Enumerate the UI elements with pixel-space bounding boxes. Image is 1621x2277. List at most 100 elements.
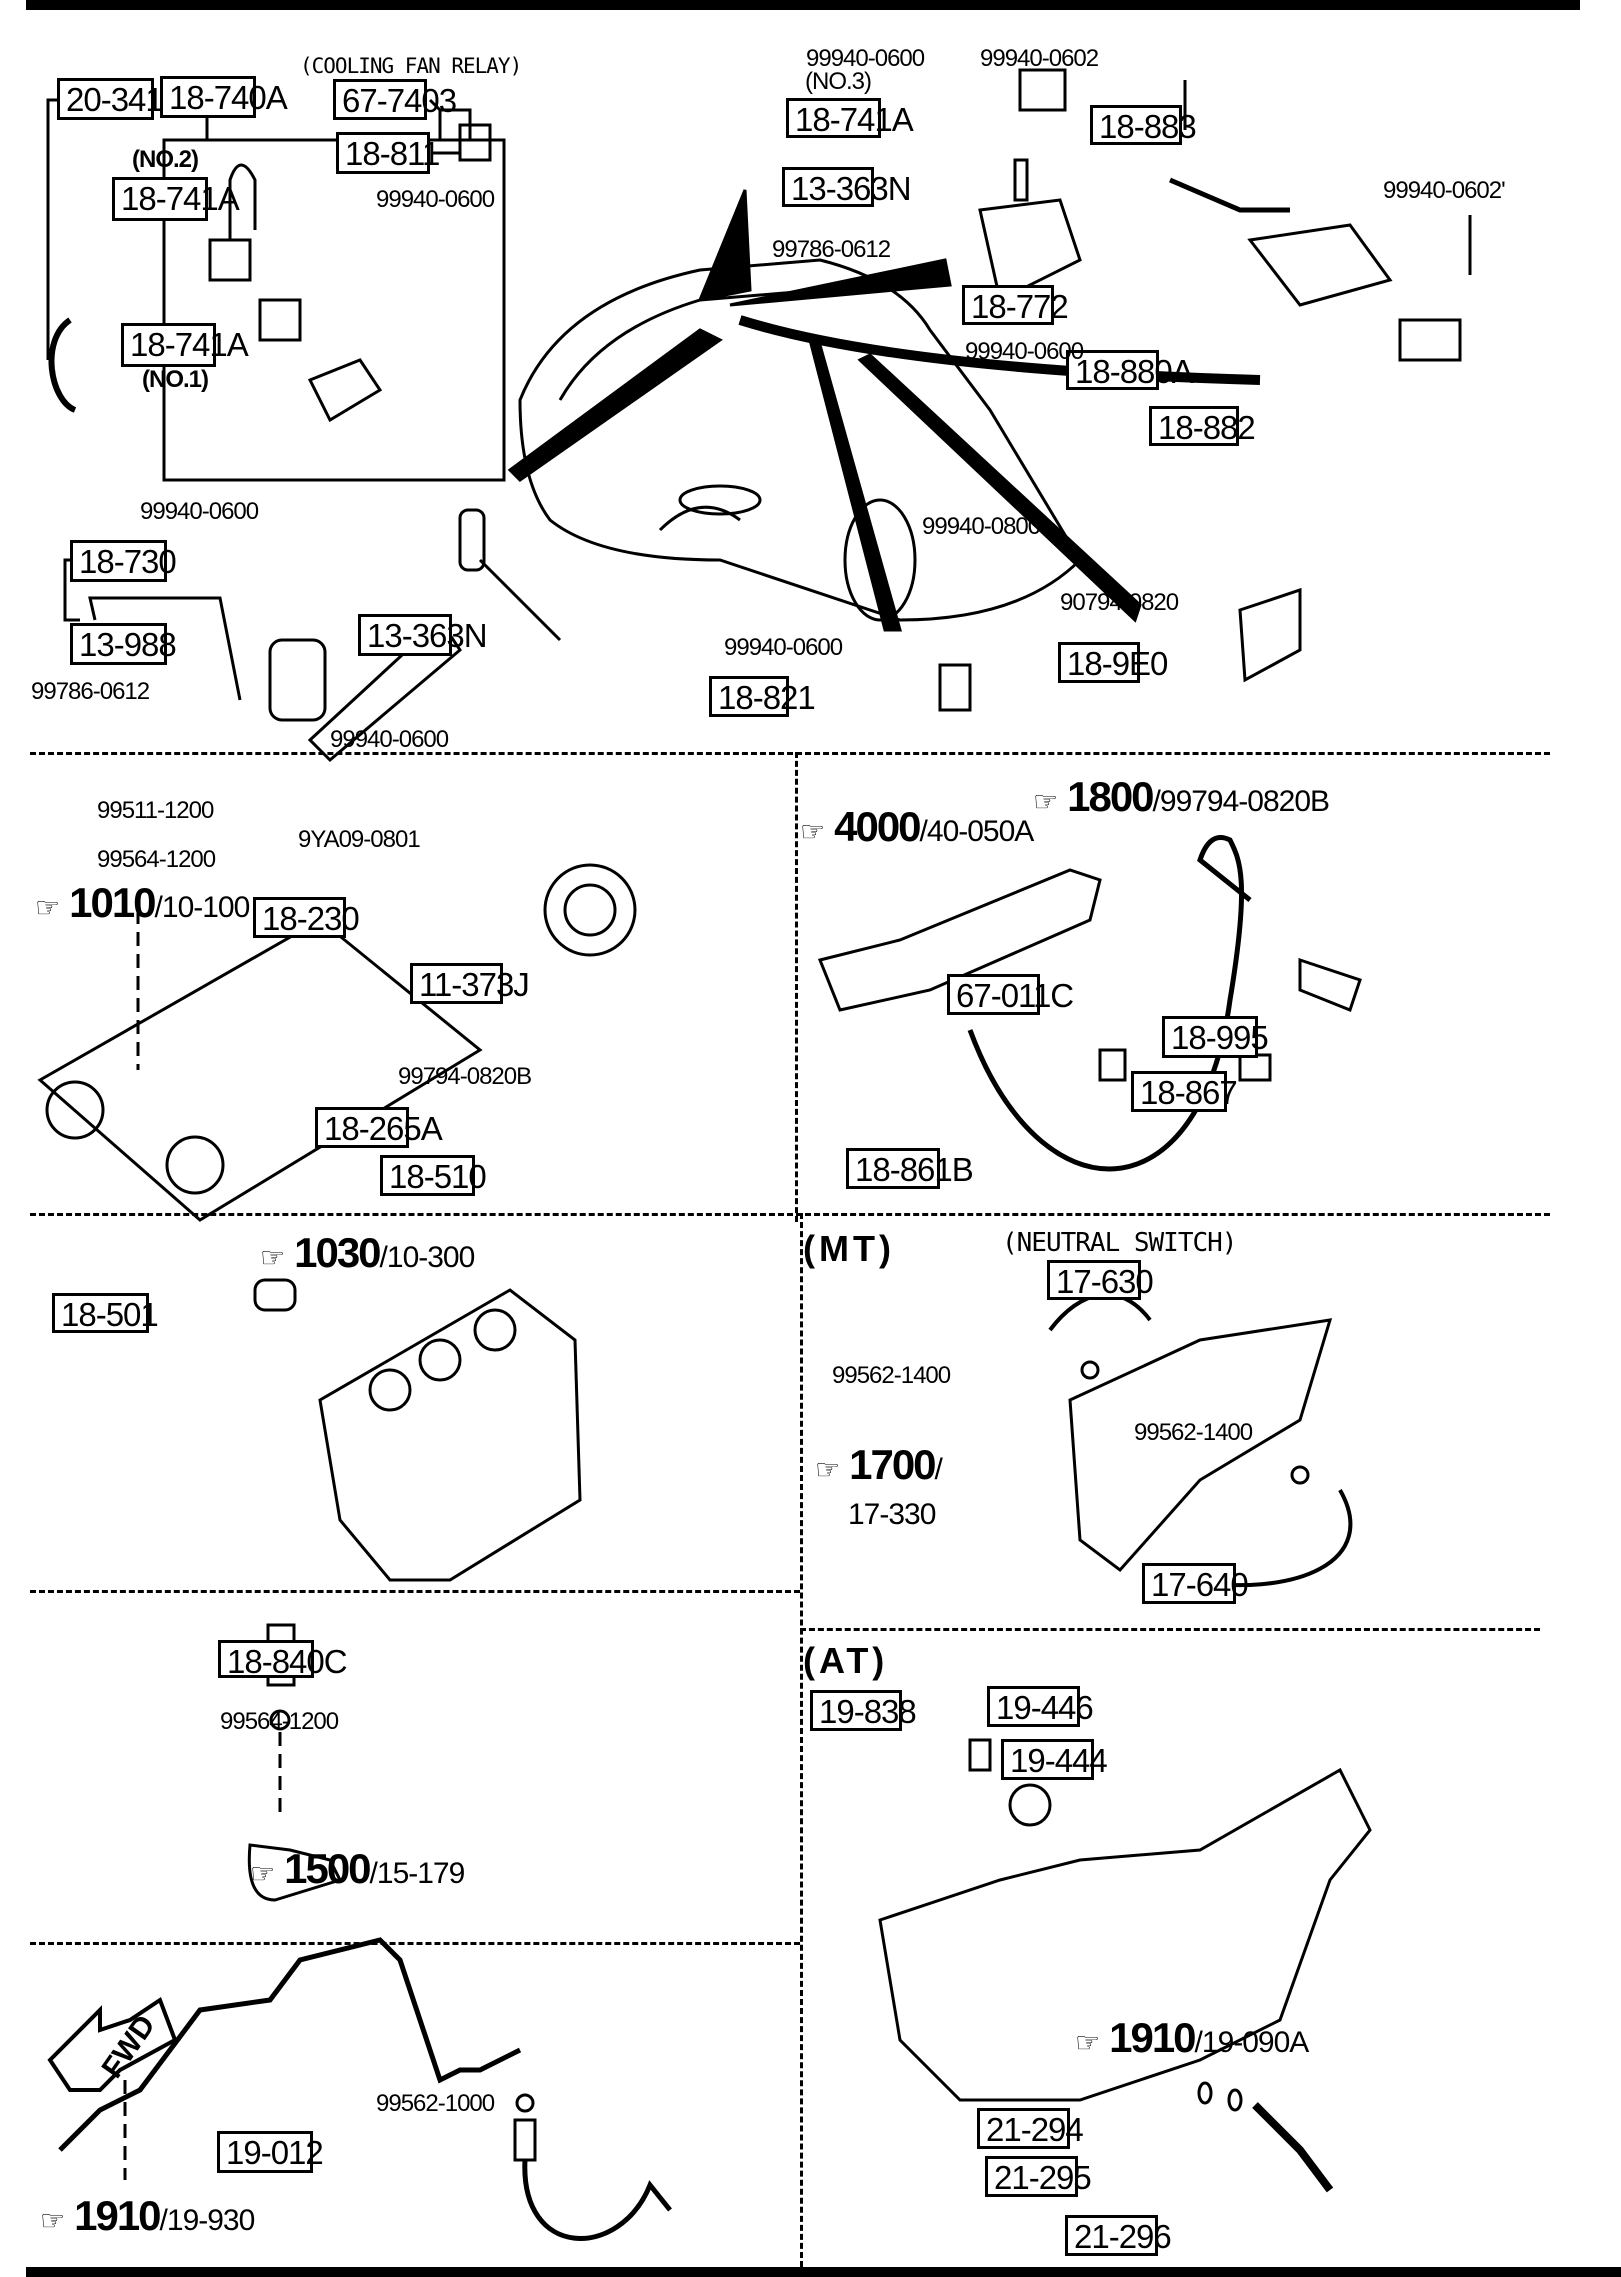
- cam-angle-sensor-18-230: [543, 863, 637, 957]
- part-18-821[interactable]: 18-821: [709, 676, 816, 717]
- speedometer-cable: [58, 1937, 522, 2152]
- sensor-19-012: [513, 2118, 537, 2162]
- part-67-7403[interactable]: 67-7403: [333, 79, 457, 120]
- oxygen-sensor-cable-18-861B: [967, 835, 1252, 1172]
- part-21-295[interactable]: 21-295: [985, 2156, 1092, 2197]
- pointing-hand-icon: ☞: [250, 1858, 275, 1889]
- part-99562-1400-a[interactable]: 99562-1400: [832, 1362, 951, 1389]
- part-18-995[interactable]: 18-995: [1162, 1016, 1269, 1058]
- pointer-wedge-5: [807, 337, 902, 632]
- divider-2: [30, 1213, 1550, 1216]
- part-18-741A-no1[interactable]: 18-741A: [121, 323, 249, 367]
- part-99562-1000[interactable]: 99562-1000: [376, 2090, 495, 2117]
- car-wheel: [843, 498, 917, 622]
- part-90794-0820[interactable]: 90794-0820: [1060, 589, 1179, 616]
- part-17-630[interactable]: 17-630: [1047, 1260, 1154, 1300]
- part-9YA09-0801[interactable]: 9YA09-0801: [298, 826, 421, 853]
- ref-1800[interactable]: ☞1800/99794-0820B: [1033, 773, 1330, 820]
- part-99940-0800[interactable]: 99940-0800: [922, 513, 1041, 540]
- divider-4-left: [30, 1942, 800, 1945]
- ref-1500[interactable]: ☞1500/15-179: [250, 1845, 465, 1892]
- part-13-363N-lower[interactable]: 13-363N: [358, 614, 488, 656]
- part-18-730[interactable]: 18-730: [70, 540, 177, 582]
- gasket-99562-1400-b: [1290, 1465, 1310, 1485]
- part-99786-0612-a[interactable]: 99786-0612: [772, 236, 891, 263]
- cam-journal-2: [165, 1135, 225, 1195]
- solenoid-valve-1: [258, 298, 302, 342]
- part-19-012[interactable]: 19-012: [217, 2131, 324, 2173]
- bracket-18-882: [1398, 318, 1462, 362]
- ecu-18-880A: [1247, 223, 1393, 307]
- clip-67-011C: [1098, 1048, 1127, 1082]
- part-18-861B[interactable]: 18-861B: [846, 1148, 974, 1189]
- top-border: [26, 0, 1580, 10]
- part-18-882[interactable]: 18-882: [1149, 406, 1256, 446]
- part-13-363N-top[interactable]: 13-363N: [782, 167, 912, 207]
- part-11-373J[interactable]: 11-373J: [410, 963, 530, 1004]
- part-99786-0612-b[interactable]: 99786-0612: [31, 678, 150, 705]
- part-18-772[interactable]: 18-772: [962, 285, 1069, 325]
- part-99940-0600-c[interactable]: 99940-0600: [965, 338, 1084, 365]
- ref-4000[interactable]: ☞4000/40-050A: [800, 803, 1034, 850]
- bolt-19-838: [968, 1738, 992, 1772]
- relay-18-821: [938, 663, 972, 712]
- part-99940-0602-a[interactable]: 99940-0602: [980, 45, 1099, 72]
- part-99562-1400-b[interactable]: 99562-1400: [1134, 1419, 1253, 1446]
- part-18-501[interactable]: 18-501: [52, 1293, 159, 1333]
- car-body: [518, 258, 1082, 622]
- part-99940-0600-e[interactable]: 99940-0600: [330, 726, 449, 753]
- part-18-840C[interactable]: 18-840C: [218, 1640, 348, 1678]
- part-21-294[interactable]: 21-294: [977, 2108, 1084, 2149]
- part-67-011C[interactable]: 67-011C: [947, 974, 1074, 1015]
- bracket-18-995: [1298, 957, 1362, 1012]
- ref-1910-speedo[interactable]: ☞1910/19-930: [40, 2192, 255, 2239]
- part-18-867[interactable]: 18-867: [1131, 1071, 1238, 1112]
- part-17-640[interactable]: 17-640: [1142, 1563, 1249, 1604]
- sensor-13-363N: [458, 508, 486, 572]
- part-18-740A[interactable]: 18-740A: [160, 76, 288, 118]
- cam-journal-1: [45, 1080, 105, 1140]
- divider-3-right: [800, 1628, 1540, 1631]
- note-no3: (NO.3): [805, 68, 872, 95]
- part-18-9E0[interactable]: 18-9E0: [1058, 642, 1168, 683]
- part-21-296[interactable]: 21-296: [1065, 2215, 1172, 2256]
- section-title-mt: (MT): [803, 1228, 895, 1269]
- sensor-18-867: [1238, 1053, 1272, 1082]
- cylinder-head: [37, 918, 483, 1222]
- part-18-883[interactable]: 18-883: [1090, 105, 1197, 145]
- part-99940-0600-d[interactable]: 99940-0600: [140, 498, 259, 525]
- part-18-811[interactable]: 18-811: [336, 132, 440, 174]
- part-13-988[interactable]: 13-988: [70, 623, 177, 665]
- part-18-741A-no2[interactable]: 18-741A: [112, 177, 240, 221]
- part-99794-0820B[interactable]: 99794-0820B: [398, 1063, 532, 1090]
- part-18-230[interactable]: 18-230: [253, 897, 360, 938]
- ref-17-330[interactable]: 17-330: [848, 1498, 936, 1531]
- part-99940-0600-b[interactable]: 99940-0600: [806, 45, 925, 72]
- part-18-510[interactable]: 18-510: [380, 1155, 487, 1196]
- ref-1700[interactable]: ☞1700/: [815, 1441, 943, 1488]
- pointer-wedge-4: [507, 328, 723, 482]
- part-18-741A-no3[interactable]: 18-741A: [786, 98, 914, 138]
- part-99940-0600-a[interactable]: 99940-0600: [376, 186, 495, 213]
- ref-1030[interactable]: ☞1030/10-300: [260, 1229, 475, 1276]
- part-18-880A[interactable]: 18-880A: [1066, 350, 1194, 390]
- ref-1010[interactable]: ☞1010/10-100: [35, 879, 250, 926]
- part-19-838[interactable]: 19-838: [810, 1690, 917, 1731]
- part-19-446[interactable]: 19-446: [987, 1686, 1094, 1727]
- part-99940-0600-f[interactable]: 99940-0600: [724, 634, 843, 661]
- ref-1910-at[interactable]: ☞1910/19-090A: [1075, 2014, 1309, 2061]
- part-99511-1200[interactable]: 99511-1200: [97, 797, 214, 824]
- pointer-wedge-6: [857, 353, 1142, 623]
- part-99564-1200-b[interactable]: 99564-1200: [220, 1708, 339, 1735]
- sensor-21-296: [1252, 2102, 1334, 2193]
- part-99940-0602-b[interactable]: 99940-0602': [1383, 177, 1506, 204]
- pointing-hand-icon: ☞: [1033, 786, 1058, 817]
- solenoid-valve-2: [208, 238, 252, 282]
- divider-3-left: [30, 1590, 800, 1593]
- part-18-265A[interactable]: 18-265A: [315, 1107, 443, 1148]
- part-19-444[interactable]: 19-444: [1001, 1739, 1108, 1780]
- part-20-341[interactable]: 20-341: [57, 78, 164, 120]
- bracket-18-883: [1169, 177, 1290, 213]
- part-99564-1200-a[interactable]: 99564-1200: [97, 846, 216, 873]
- pointer-wedge-1: [697, 189, 752, 303]
